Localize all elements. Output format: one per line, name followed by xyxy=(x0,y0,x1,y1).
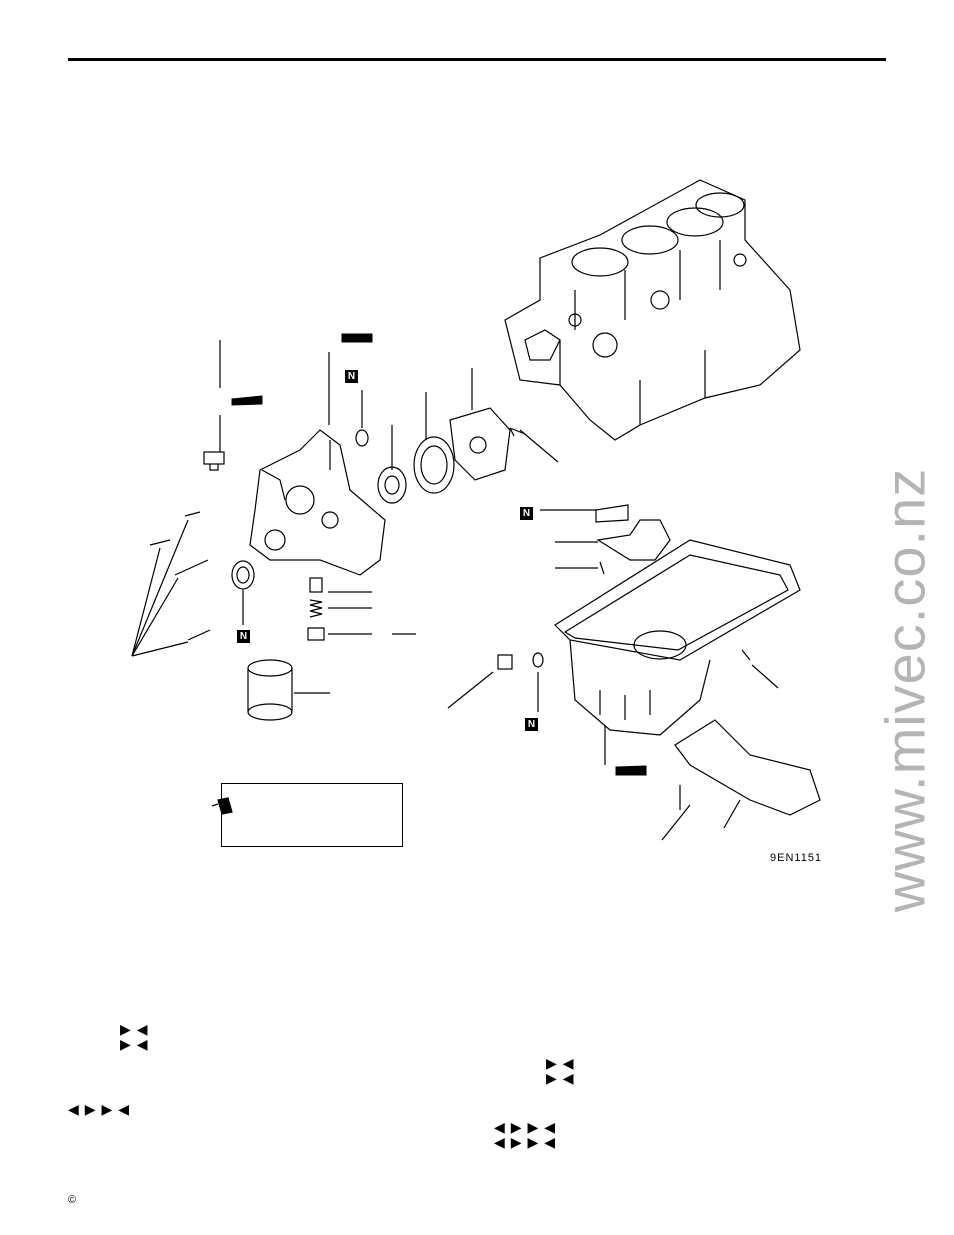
arrow-group-right-a: ▶◀ ▶◀ xyxy=(546,1056,580,1086)
figure-code: 9EN1151 xyxy=(770,852,823,864)
stiffener xyxy=(661,719,821,841)
relief-valve-parts xyxy=(307,577,416,641)
arrow-group-left-b: ◀▶▶◀ xyxy=(68,1102,135,1117)
oil-pump-cover xyxy=(449,407,511,481)
new-part-n-icon: N xyxy=(345,370,358,383)
oil-seal xyxy=(231,560,255,625)
arrow-group-right-b: ◀▶▶◀ ◀▶▶◀ xyxy=(494,1120,561,1150)
arrow-group-left-a: ▶◀ ▶◀ xyxy=(120,1022,154,1052)
oil-pump-inner-gear xyxy=(377,466,407,504)
oil-pump-case xyxy=(249,429,386,576)
legend-box xyxy=(221,783,403,847)
new-part-n-icon: N xyxy=(237,630,250,643)
watermark: www.mivec.co.nz xyxy=(870,467,940,913)
new-part-n-icon: N xyxy=(520,507,533,520)
oil-pan xyxy=(554,539,801,765)
arrow-row: ◀▶▶◀ xyxy=(494,1134,562,1150)
oil-filter xyxy=(247,659,330,721)
drain-plug xyxy=(447,652,544,712)
arrow-row: ▶◀ xyxy=(120,1021,154,1037)
watermark-text: www.mivec.co.nz xyxy=(873,467,937,913)
new-part-n-icon: N xyxy=(525,718,538,731)
o-ring xyxy=(355,429,369,447)
arrow-row: ▶◀ xyxy=(120,1036,154,1052)
arrow-row: ▶◀ xyxy=(546,1055,580,1071)
cylinder-block xyxy=(504,179,801,441)
arrow-row: ◀▶▶◀ xyxy=(68,1101,136,1117)
oil-pump-outer-gear xyxy=(413,436,455,494)
arrow-row: ▶◀ xyxy=(546,1070,580,1086)
oil-screen xyxy=(540,504,671,575)
cover-screw xyxy=(509,427,526,437)
pan-bolt xyxy=(741,649,779,689)
arrow-row: ◀▶▶◀ xyxy=(494,1119,562,1135)
oil-pressure-switch xyxy=(203,451,225,471)
copyright-symbol: © xyxy=(68,1194,77,1206)
sealant-tube-icon xyxy=(231,333,647,776)
flange-bolts xyxy=(131,511,211,657)
header-rule xyxy=(68,58,886,61)
